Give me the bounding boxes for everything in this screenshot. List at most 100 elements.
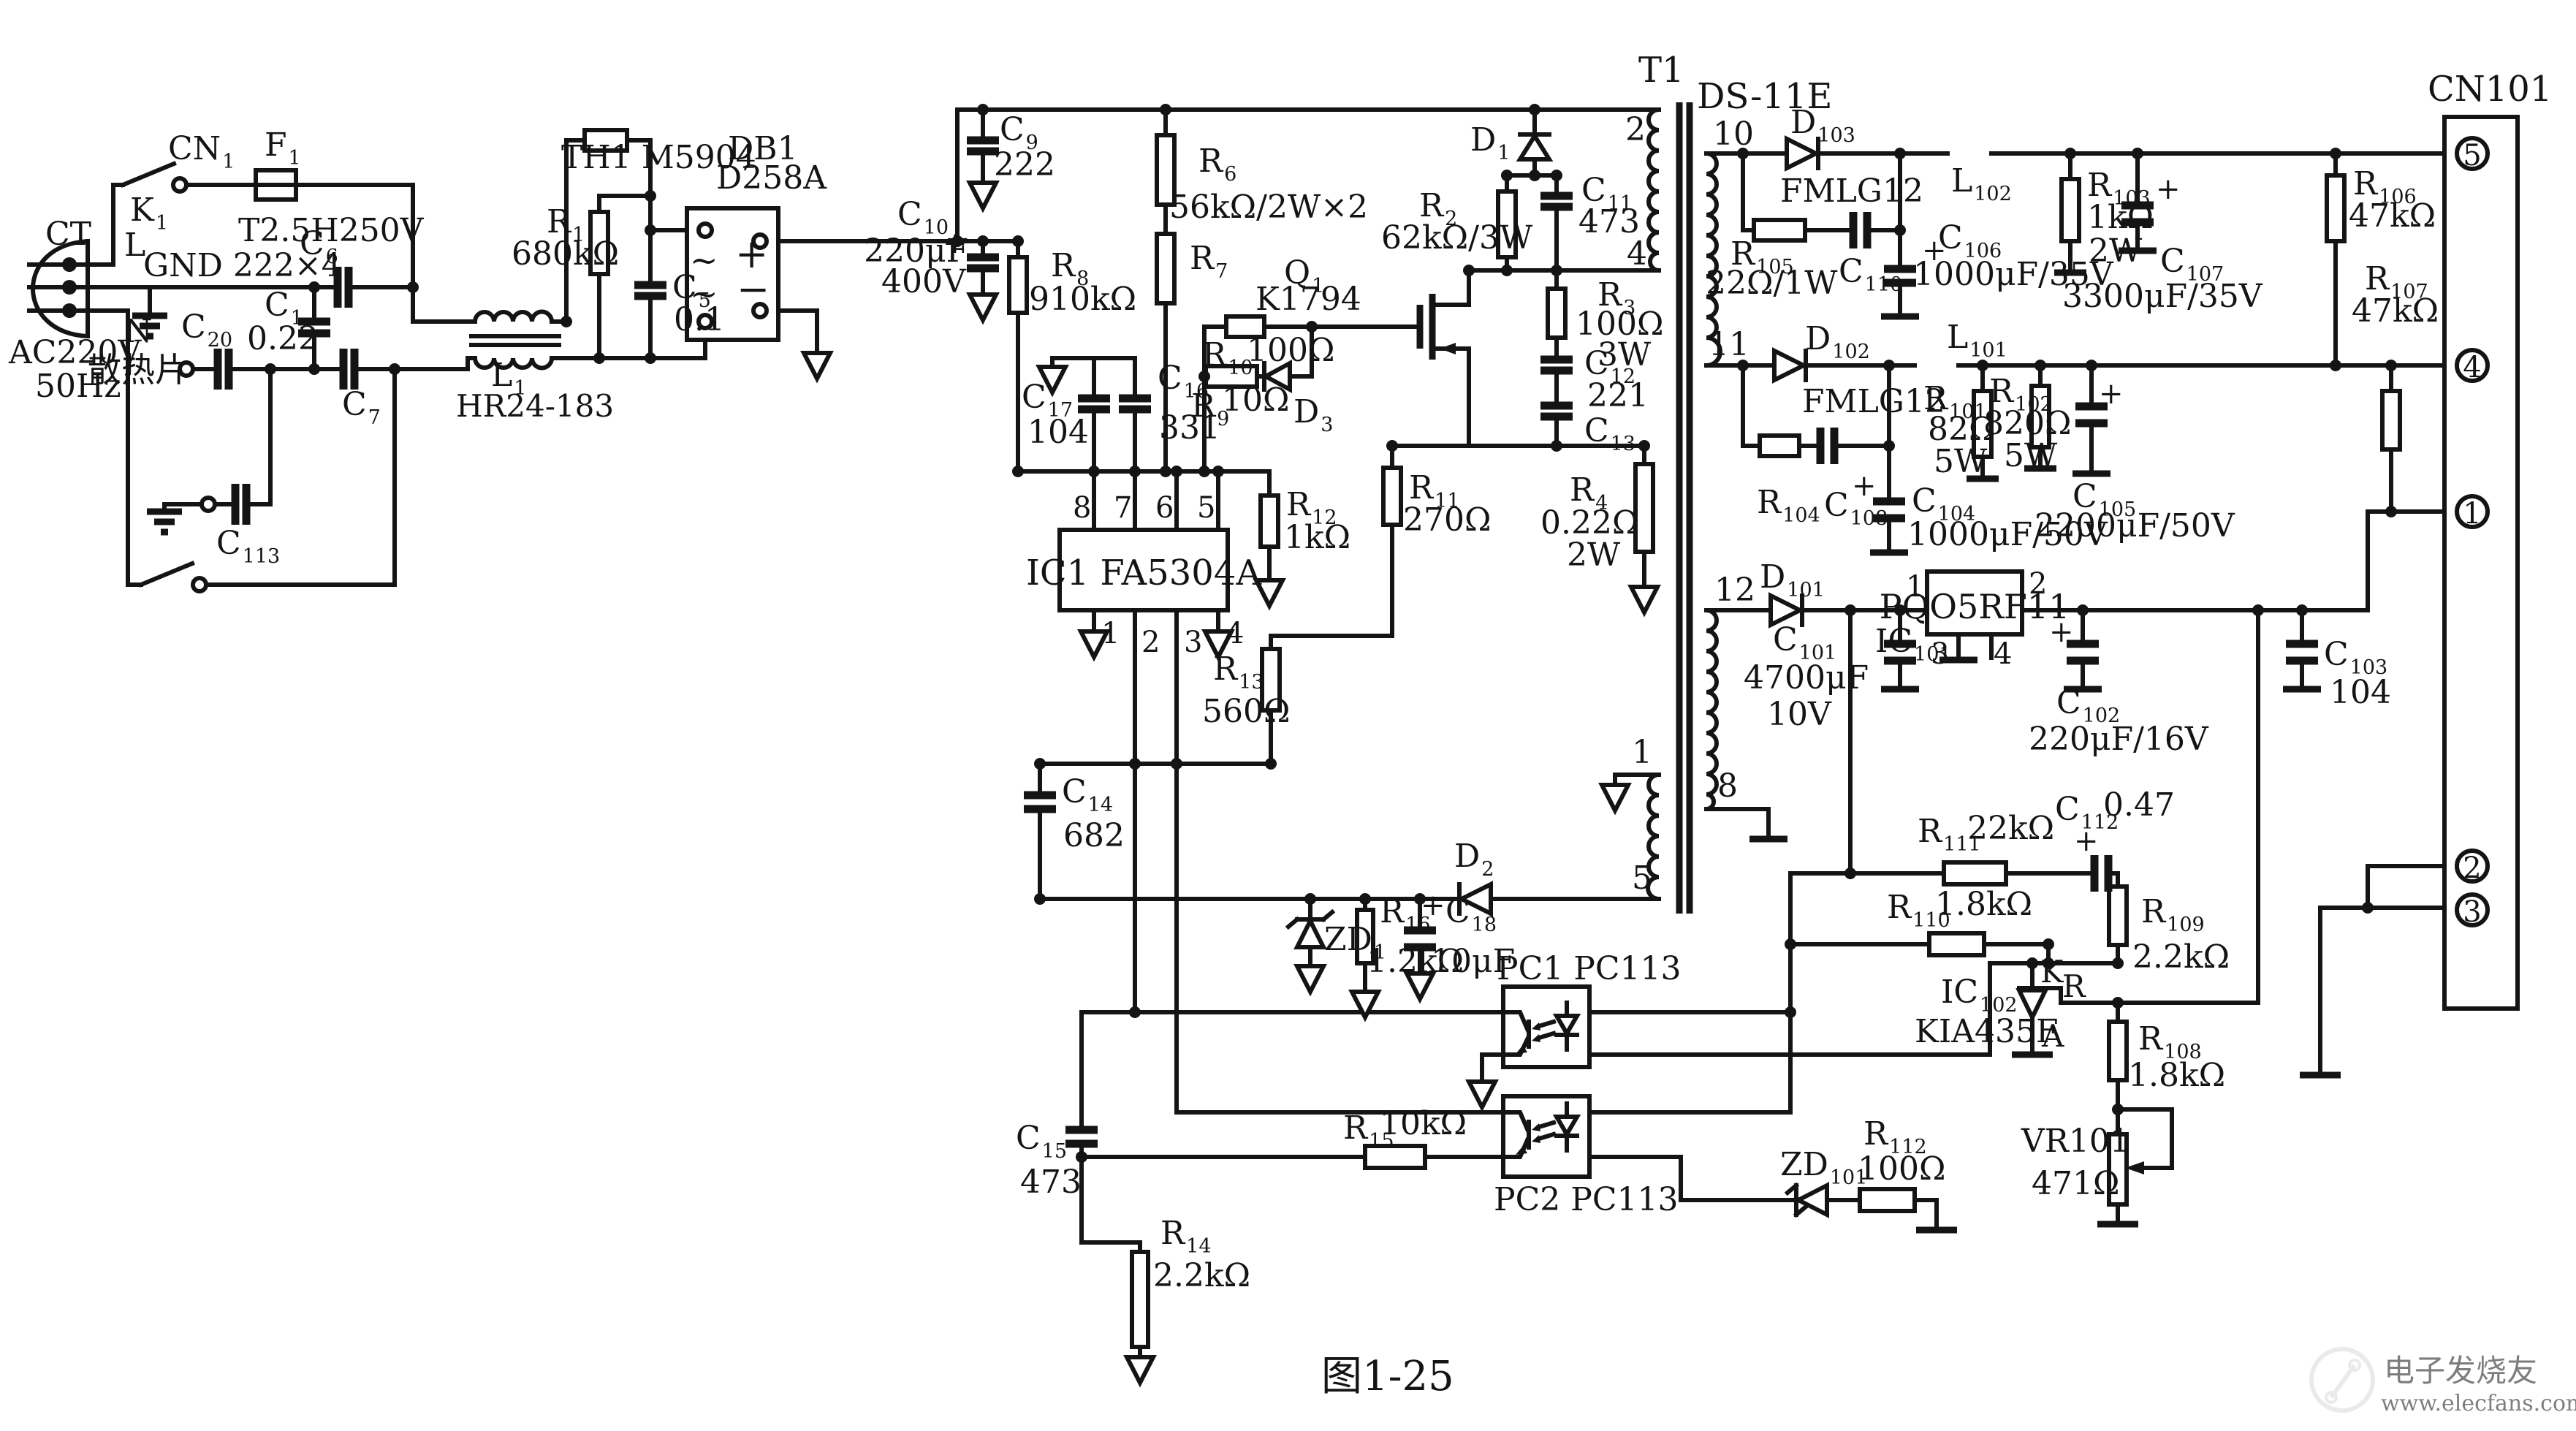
label-d1: D1 [1470,121,1510,164]
label-c1v: 0.22 [247,320,319,357]
label-r8v: 910kΩ [1029,281,1136,318]
label-t25: T2.5H250V [238,212,425,249]
label-c12v: 221 [1587,377,1649,414]
capacitors [213,136,2318,1148]
label-r103v: 1kΩ [2087,199,2154,236]
label-c104: C104 [1912,482,1975,525]
label-c20: C20 [181,308,232,352]
label-c5: C5 [672,269,711,312]
label-c17: C17 [1022,379,1073,422]
label-ic102: IC102 [1941,973,2018,1017]
resistor-r14 [1130,1250,1150,1349]
wires [67,107,2459,1358]
resistor-r15 [1363,1144,1427,1170]
label-t1: T1 [1638,50,1684,91]
label-c107: C107 [2160,243,2224,286]
label-r102v: 820Ω [1983,405,2071,442]
label-c107p: + [2156,172,2181,206]
primary-ground-triangles [800,181,1661,1388]
label-c102v: 220μF/16V [2029,721,2209,758]
label-hr: HR24-183 [456,388,614,424]
resistor-r8 [1007,255,1029,315]
label-c16v: 331 [1159,409,1220,447]
label-p2: 2 [1141,626,1160,659]
label-w12: 12 [1714,572,1755,609]
label-r106v: 47kΩ [2349,197,2436,235]
label-hz: 50Hz [35,368,121,405]
label-r106: R106 [2353,165,2417,208]
label-cnp1: 1 [2463,497,2481,531]
label-r110v: 1.8kΩ [1935,886,2032,923]
label-c102p: + [2049,615,2074,649]
label-c11v: 473 [1578,203,1640,240]
label-c10w: 400V [881,263,967,300]
label-ac: AC220V [8,334,142,371]
label-c105p: + [2099,377,2124,411]
label-p4: 4 [1226,617,1244,650]
label-r102: R102 [1989,373,2053,416]
label-d103v: FMLG12 [1780,172,1923,210]
label-c10v: 220μF [864,232,968,270]
label-c18: C18 [1445,893,1497,936]
label-r111: R111 [1918,813,1981,856]
label-r15: R15 [1343,1109,1394,1153]
label-p3: 3 [1184,626,1202,659]
label-r101w: 5W [1934,443,1988,480]
label-w8: 8 [1717,767,1738,805]
label-c104p: + [1852,469,1877,503]
zener-zd1 [1285,908,1336,949]
label-c14v: 682 [1063,817,1125,854]
label-dbm: − [737,266,770,312]
label-r4w: 2W [1567,536,1621,574]
label-r105v: 22Ω/1W [1706,265,1838,302]
label-ic101: IC101 [1875,623,1952,666]
diode-d1 [1516,132,1554,162]
label-c10: C10 [897,196,949,239]
switch-k1-pole1 [120,161,189,194]
label-r104: R104 [1757,484,1820,527]
label-r2v: 62kΩ/3W [1381,219,1533,257]
diode-d101 [1768,592,1805,629]
transformer-t1 [1646,102,1722,914]
label-aa: A [2041,1018,2064,1054]
label-db1: DB1 [728,130,798,167]
label-r13: R13 [1213,650,1264,694]
label-r108v: 1.8kΩ [2128,1057,2225,1094]
label-dbp: + [735,231,768,277]
label-ip1: 1 [1906,570,1924,604]
resistor-r109 [2107,884,2129,947]
bridge-db1 [685,206,780,342]
label-d101: D101 [1760,558,1825,601]
label-k1: K1 [130,191,168,235]
label-c18v: 10μF [1431,943,1515,980]
junction-dots [265,104,2397,1163]
label-gnd4: GND 222×4 [143,247,342,284]
label-dbt2: ~ [690,274,718,314]
label-r103w: 2W [2089,232,2143,270]
label-r109v: 2.2kΩ [2132,938,2230,976]
label-c9v: 222 [994,146,1055,183]
label-r112v: 100Ω [1858,1150,1945,1188]
label-zd1: ZD1 [1324,921,1386,964]
label-c101: C101 [1773,621,1836,664]
resistor-r108 [2107,1020,2129,1082]
label-r11: R11 [1409,469,1460,512]
label-c110: C110 [1839,253,1902,296]
shunt-regulator-ic102 [2015,986,2049,1022]
label-ds11: DS-11E [1697,76,1832,117]
label-zd101: ZD101 [1780,1146,1867,1189]
label-l102: L102 [1951,162,2012,205]
heatsink-terminal [178,360,195,378]
label-npin: N [124,313,153,350]
diode-d102 [1772,347,1809,384]
label-l1: L1 [491,357,526,400]
label-r11v: 270Ω [1403,501,1491,539]
ic101-box [1925,569,2024,637]
label-c17v: 104 [1027,414,1089,451]
resistor-r7 [1155,232,1177,305]
label-r112: R112 [1863,1115,1927,1158]
label-p1: 1 [1101,617,1120,650]
label-c103v: 104 [2330,674,2391,711]
